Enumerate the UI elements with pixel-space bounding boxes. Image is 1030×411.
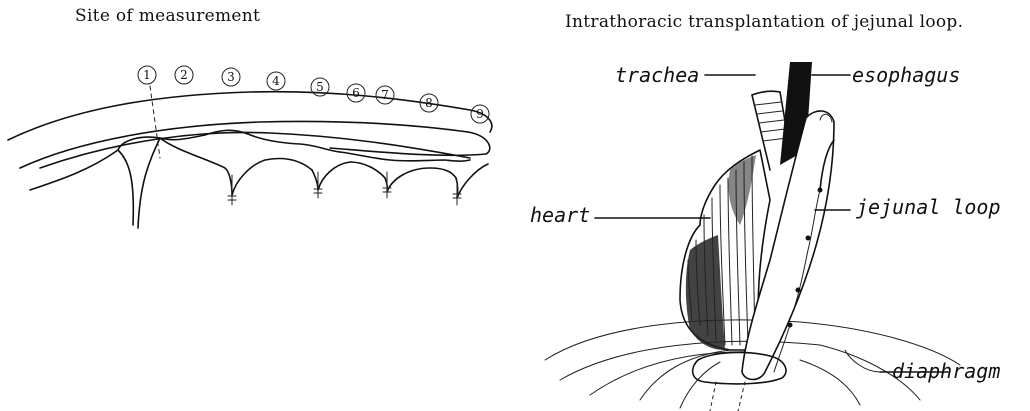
site-marker-9: 9 <box>471 105 489 123</box>
site-number-3: 3 <box>227 70 235 84</box>
jejunal-loop-label: jejunal loop <box>856 195 1001 219</box>
site-marker-7: 7 <box>376 86 394 104</box>
site-marker-1: 1 <box>138 66 156 84</box>
site-number-2: 2 <box>180 68 188 82</box>
diaphragm-label: diaphragm <box>892 359 1000 383</box>
site-marker-4: 4 <box>267 72 285 90</box>
site-marker-5: 5 <box>311 78 329 96</box>
diaphragm-curve <box>845 350 880 372</box>
site-number-6: 6 <box>352 86 360 100</box>
trachea-label: trachea <box>615 63 699 87</box>
heart-label: heart <box>530 203 590 227</box>
site-number-7: 7 <box>381 88 389 102</box>
site-number-9: 9 <box>476 107 484 121</box>
site-markers: 1 2 3 4 5 6 7 8 9 <box>138 66 489 123</box>
site-number-1: 1 <box>143 68 151 82</box>
site-number-8: 8 <box>425 96 433 110</box>
site-marker-3: 3 <box>222 68 240 86</box>
site-marker-2: 2 <box>175 66 193 84</box>
esophagus-label: esophagus <box>852 63 960 87</box>
site-marker-6: 6 <box>347 84 365 102</box>
site-number-4: 4 <box>272 74 280 88</box>
site-number-5: 5 <box>316 80 324 94</box>
thorax-diagram: trachea esophagus heart jejunal loop dia… <box>530 62 1001 411</box>
intestine-diagram <box>8 86 492 228</box>
